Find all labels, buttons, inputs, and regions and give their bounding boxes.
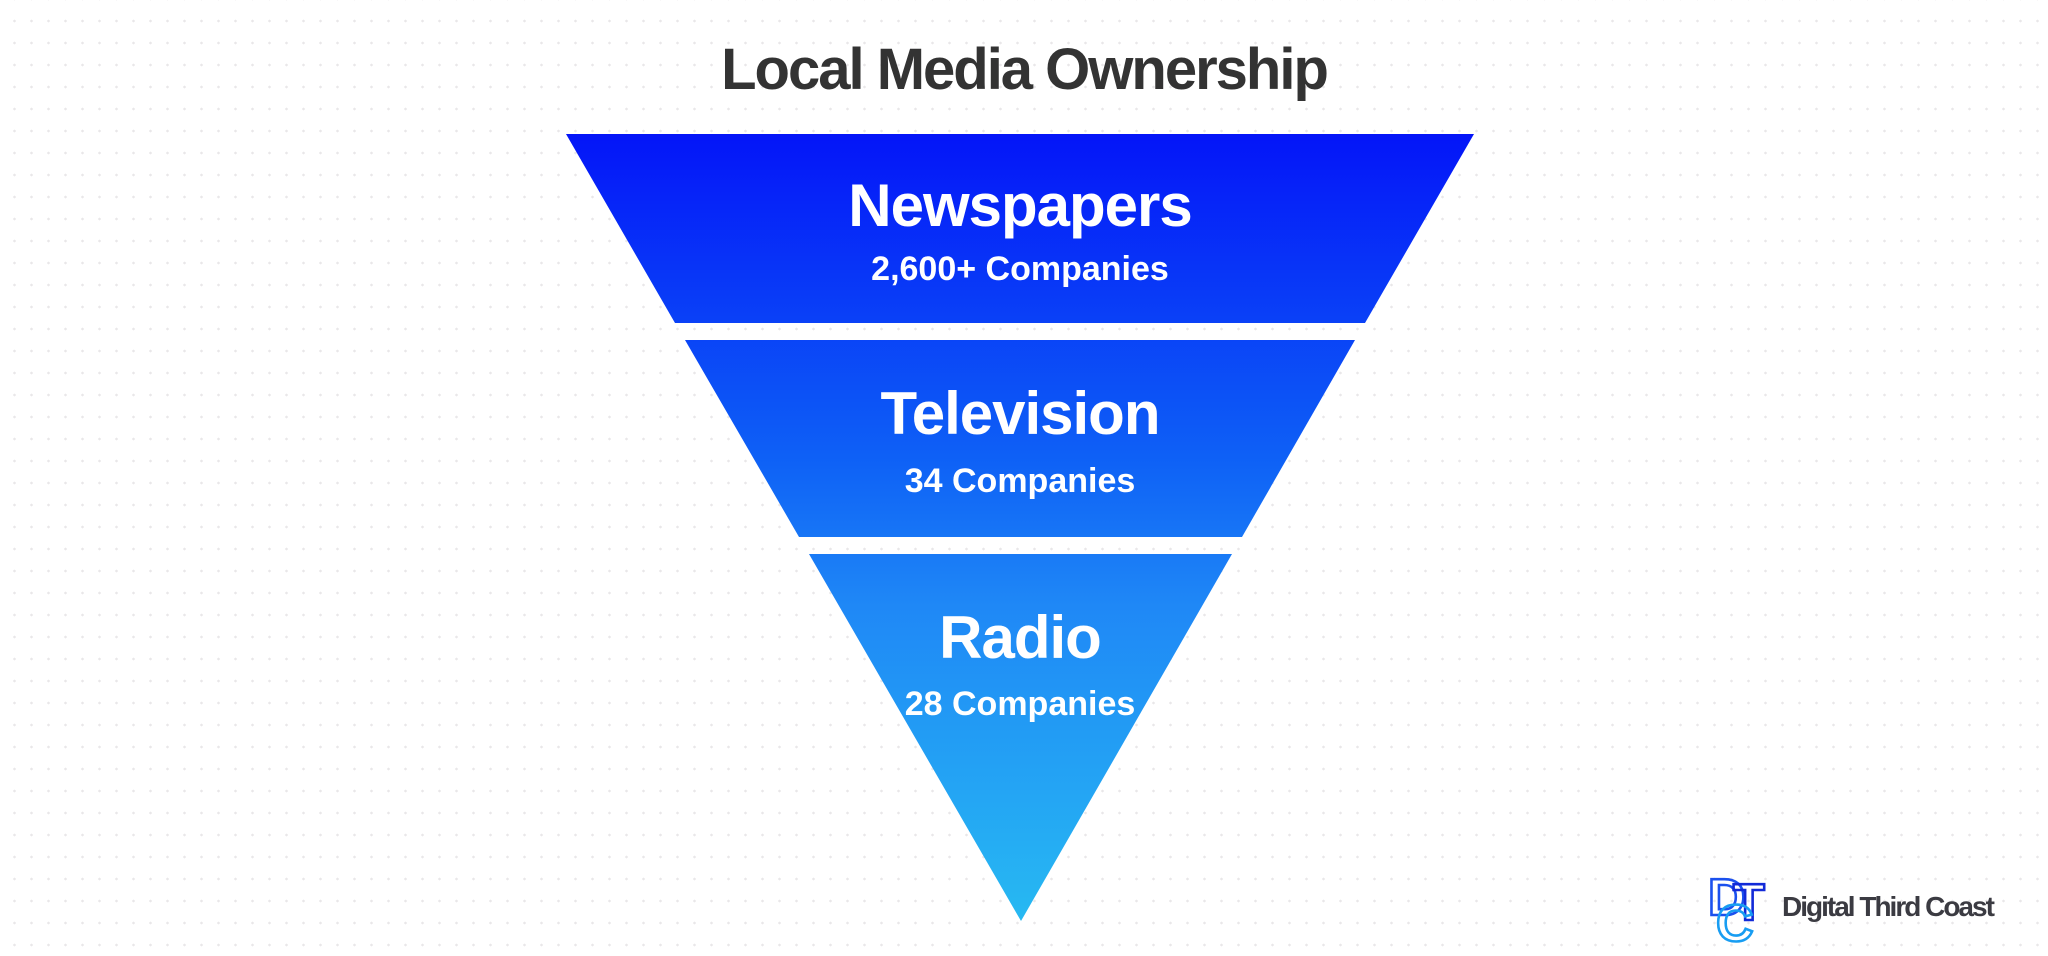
page-title: Local Media Ownership: [721, 37, 1329, 102]
monogram-letter-d: D: [1708, 869, 1746, 927]
segment-label-television: Television: [881, 380, 1160, 447]
segment-label-radio: Radio: [939, 604, 1101, 671]
dtc-monogram-icon: D T C: [1707, 869, 1766, 945]
logo-wordmark: Digital Third Coast: [1782, 891, 1995, 922]
funnel-segment-radio: [809, 554, 1232, 921]
segment-value-newspapers: 2,600+ Companies: [871, 250, 1169, 288]
funnel-segment-television: [685, 340, 1355, 537]
segment-value-television: 34 Companies: [905, 462, 1136, 500]
segment-label-newspapers: Newspapers: [848, 172, 1192, 239]
brand-logo: D T C Digital Third Coast: [1706, 866, 2042, 948]
monogram-letter-c: C: [1716, 895, 1754, 945]
funnel-segment-newspapers: [566, 134, 1474, 323]
segment-value-radio: 28 Companies: [905, 685, 1136, 723]
monogram-letter-t: T: [1733, 874, 1765, 932]
